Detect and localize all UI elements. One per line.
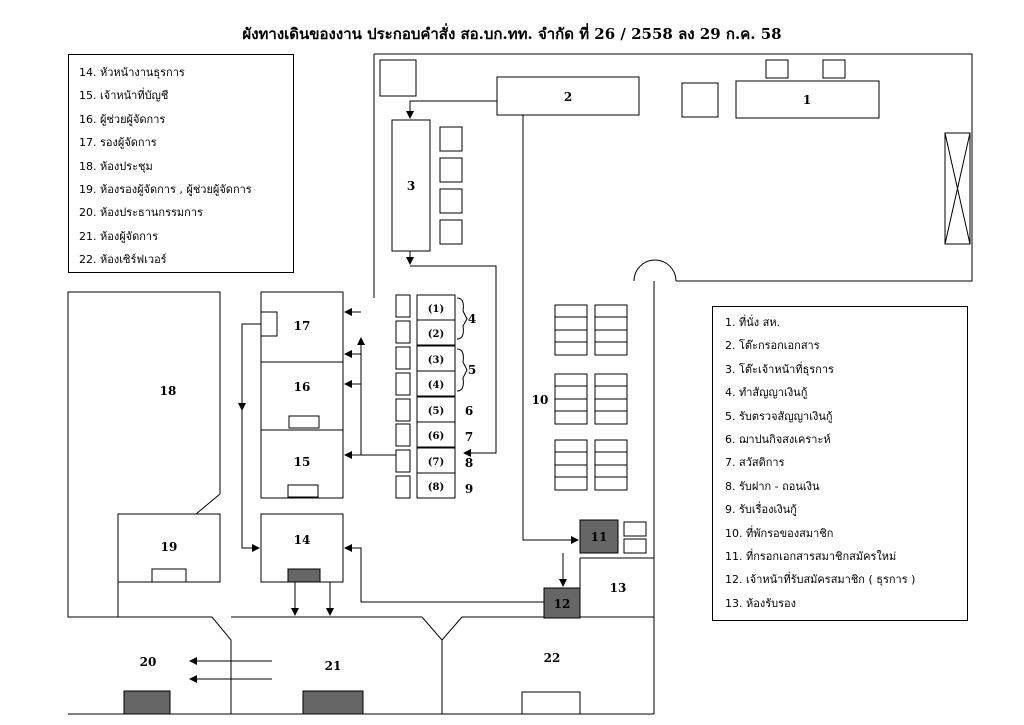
label-15: 15 <box>294 455 311 469</box>
label-8: 8 <box>465 456 473 470</box>
counter-8: (8) <box>428 482 444 493</box>
legend-right: 1. ที่นั่ง สห. 2. โต๊ะกรอกเอกสาร 3. โต๊ะ… <box>712 306 968 621</box>
legend-item: 12. เจ้าหน้าที่รับสมัครสมาชิก ( ธุรการ ) <box>725 573 916 587</box>
legend-item: 15. เจ้าหน้าที่บัญชี <box>79 89 169 103</box>
entrance-arc <box>633 259 677 282</box>
area-12 <box>543 587 581 619</box>
legend-item: 8. รับฝาก - ถอนเงิน <box>725 479 820 493</box>
counter-6: (6) <box>428 431 444 442</box>
counter-3: (3) <box>428 355 444 366</box>
room-22 <box>441 616 654 641</box>
legend-item: 1. ที่นั่ง สห. <box>725 316 781 329</box>
label-16: 16 <box>294 380 311 394</box>
label-22: 22 <box>544 651 561 665</box>
legend-item: 14. หัวหน้างานธุรการ <box>79 66 185 79</box>
room-21 <box>231 616 443 714</box>
legend-item: 6. ฌาปนกิจสงเคราะห์ <box>725 432 831 446</box>
legend-item: 20. ห้องประธานกรรมการ <box>79 206 203 220</box>
legend-left: 14. หัวหน้างานธุรการ 15. เจ้าหน้าที่บัญช… <box>68 54 294 273</box>
counter-2: (2) <box>428 329 444 340</box>
legend-item: 13. ห้องรับรอง <box>725 596 796 610</box>
legend-item: 18. ห้องประชุม <box>79 159 153 173</box>
legend-item: 11. ที่กรอกเอกสารสมาชิกสมัครใหม่ <box>725 549 897 563</box>
label-20: 20 <box>140 655 157 669</box>
label-12: 12 <box>554 597 571 611</box>
room-16 <box>260 361 344 431</box>
label-4: 4 <box>468 312 476 326</box>
room-18 <box>67 291 221 618</box>
flow-2-to-12 <box>522 115 579 544</box>
label-6: 6 <box>465 404 473 418</box>
legend-item: 19. ห้องรองผู้จัดการ , ผู้ช่วยผู้จัดการ <box>79 182 252 196</box>
label-11: 11 <box>591 530 608 544</box>
outer-wall <box>374 53 973 282</box>
label-10: 10 <box>532 393 549 407</box>
area-3 <box>391 119 431 252</box>
page-title: ผังทางเดินของงาน ประกอบคำสั่ง สอ.บก.ทท. … <box>242 25 782 43</box>
label-7: 7 <box>465 430 473 444</box>
waiting-chairs <box>554 304 628 491</box>
label-17: 17 <box>294 319 311 333</box>
room-19 <box>117 513 221 583</box>
legend-item: 4. ทำสัญญาเงินกู้ <box>725 386 808 400</box>
label-5: 5 <box>468 363 476 377</box>
label-19: 19 <box>161 540 178 554</box>
label-1: 1 <box>803 93 811 107</box>
legend-item: 3. โต๊ะเจ้าหน้าที่ธุรการ <box>725 362 834 376</box>
brace-4 <box>456 297 468 340</box>
area-11 <box>579 519 619 554</box>
label-9: 9 <box>465 482 473 496</box>
legend-item: 10. ที่พักรอของสมาชิก <box>725 526 834 540</box>
counter-5: (5) <box>428 406 444 417</box>
label-2: 2 <box>564 90 572 104</box>
area-2 <box>496 76 640 116</box>
label-14: 14 <box>294 533 311 547</box>
legend-item: 7. สวัสดิการ <box>725 456 785 470</box>
label-3: 3 <box>407 179 415 193</box>
area-1 <box>735 80 880 119</box>
label-13: 13 <box>610 581 627 595</box>
legend-item: 5. รับตรวจสัญญาเงินกู้ <box>725 409 833 423</box>
doorway-marker <box>944 132 971 245</box>
label-21: 21 <box>325 659 342 673</box>
counter-4: (4) <box>428 380 444 391</box>
flow-12-to-14 <box>344 544 544 603</box>
room-14 <box>260 513 344 583</box>
flow-17-to-14 <box>238 323 261 411</box>
legend-item: 17. รองผู้จัดการ <box>79 136 157 150</box>
label-18: 18 <box>160 384 177 398</box>
brace-5 <box>456 348 468 392</box>
legend-item: 22. ห้องเซิร์ฟเวอร์ <box>79 253 167 267</box>
legend-item: 21. ห้องผู้จัดการ <box>79 229 158 243</box>
room-20 <box>68 616 232 714</box>
room-15 <box>260 429 344 499</box>
legend-item: 9. รับเรื่องเงินกู้ <box>725 503 797 517</box>
legend-item: 2. โต๊ะกรอกเอกสาร <box>725 339 820 353</box>
counter-7: (7) <box>428 457 444 468</box>
counter-1: (1) <box>428 304 444 315</box>
legend-item: 16. ผู้ช่วยผู้จัดการ <box>79 112 166 126</box>
flow-2-to-3 <box>406 100 497 119</box>
